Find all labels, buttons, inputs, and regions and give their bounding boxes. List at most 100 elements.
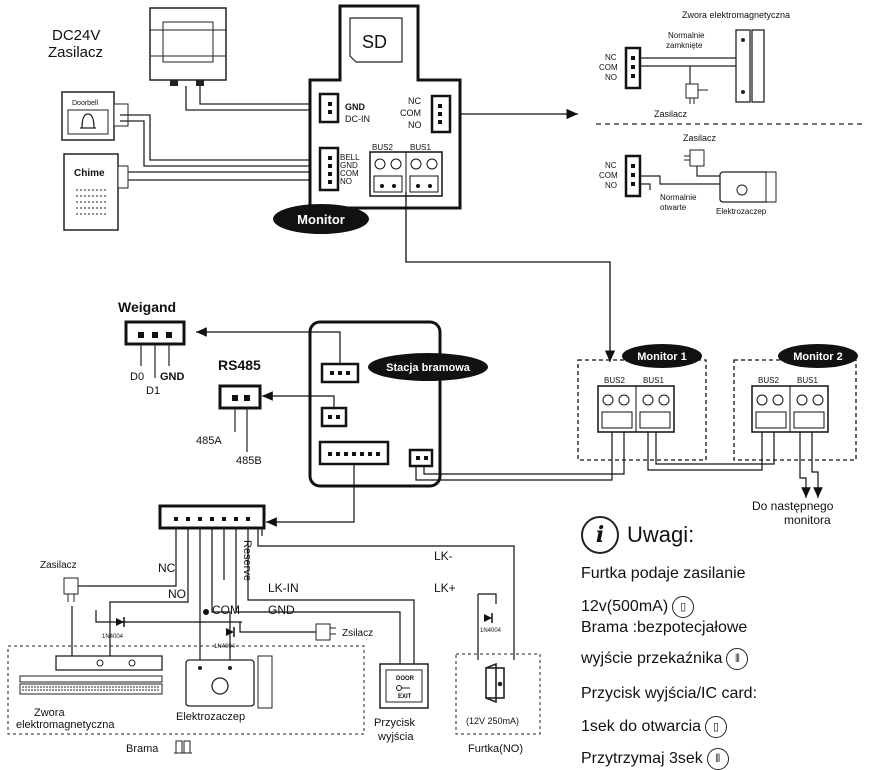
bus-wires-monitors: [415, 432, 823, 498]
power-supply-label-2: Zasilacz: [48, 44, 103, 61]
diode-right: [484, 613, 493, 623]
strike-top-connector: [624, 154, 642, 198]
monitor2-bus1: BUS1: [797, 376, 818, 385]
monitor2-badge: Monitor 2: [778, 344, 858, 368]
wicket-label: Furtka(NO): [468, 743, 523, 755]
rs485-title: RS485: [218, 357, 261, 373]
label-lk-in: LK-IN: [268, 581, 299, 595]
strike-top-supply-plug: [684, 149, 705, 167]
supply-left-label: Zasilacz: [40, 560, 77, 571]
note-text-4: wyjście przekaźnika: [581, 650, 723, 667]
maglock-top-supply: Zasilacz: [654, 109, 688, 119]
monitor1-badge: Monitor 1: [622, 344, 702, 368]
monitor-bus2-label: BUS2: [372, 143, 393, 152]
supply-right-plug: [315, 623, 336, 641]
gate-label: Brama: [126, 743, 159, 755]
pin-gnd: GND: [340, 161, 358, 170]
maglock-bottom-label-2: elektromagnetyczna: [16, 719, 115, 731]
label-com: COM: [212, 603, 240, 617]
supply-right-label: Zsilacz: [342, 628, 373, 639]
note-line-5: Przycisk wyjścia/IC card:: [581, 684, 866, 704]
strike-top-device-label: Elektrozaczep: [716, 207, 767, 216]
weigand-connector: [124, 320, 186, 378]
monitor-pin-com: COM: [400, 108, 421, 118]
monitor1-badge-text: Monitor 1: [637, 351, 687, 363]
strike-top-wires: [640, 166, 720, 190]
doorbell: [61, 91, 129, 141]
note-text-6: 1sek do otwarcia: [581, 718, 702, 735]
weigand-pin-d1: D1: [146, 385, 160, 397]
pin-no: NO: [340, 177, 352, 186]
monitor-badge-text: Monitor: [297, 212, 345, 227]
monitor-badge: Monitor: [273, 204, 369, 234]
notes-title: Uwagi:: [627, 522, 695, 547]
exit-button-text-top: DOOR: [396, 676, 415, 682]
maglock-top-supply-plug: [685, 83, 708, 104]
monitor2-badge-text: Monitor 2: [793, 351, 843, 363]
monitor1-bus2: BUS2: [604, 376, 625, 385]
power-supply: [149, 7, 227, 86]
strike-pin-nc: NC: [605, 161, 617, 170]
note-text-5: Przycisk wyjścia/IC card:: [581, 685, 758, 702]
monitor-pin-no: NO: [408, 120, 422, 130]
maglock-pin-no: NO: [605, 73, 617, 82]
exit-button-label-1: Przycisk: [374, 717, 415, 729]
monitor-bus1-label: BUS1: [410, 143, 431, 152]
note-line-3: Brama :bezpotecjałowe: [581, 618, 866, 638]
note-text-1: Furtka podaje zasilanie: [581, 565, 746, 582]
pin-gnd-top: GND: [345, 102, 366, 112]
label-reserve: Reserve: [241, 540, 253, 581]
notes-panel: i Uwagi: Furtka podaje zasilanie 12v(500…: [581, 512, 866, 770]
monitor-input-wires: [120, 86, 330, 181]
strike-mode-2: otwarte: [660, 203, 687, 212]
maglock-pin-nc: NC: [605, 53, 617, 62]
maglock-top-device: [735, 29, 765, 103]
label-lk-minus: LK-: [434, 549, 453, 563]
label-no: NO: [168, 587, 186, 601]
wicket-door-icon: [485, 662, 505, 704]
wicket-spec: (12V 250mA): [466, 716, 519, 726]
weigand-pin-gnd: GND: [160, 371, 185, 383]
maglock-bottom-label-1: Zwora: [34, 707, 65, 719]
pin-bell: BELL: [340, 153, 360, 162]
notes-header: i Uwagi:: [581, 512, 866, 558]
maglock-pin-com: COM: [599, 63, 618, 72]
diode-left: [116, 617, 126, 627]
rs485-pin-b: 485B: [236, 455, 262, 467]
gate-wires: [71, 528, 515, 668]
strike-top-device: [719, 171, 777, 203]
diode-right-label: 1N4004: [480, 628, 502, 634]
note-line-4: wyjście przekaźnika⫴: [581, 648, 866, 670]
info-icon: i: [581, 516, 619, 554]
monitor-unit: SD: [308, 4, 462, 210]
maglock-top-title: Zwora elektromagnetyczna: [682, 10, 790, 20]
maglock-mode-1: Normalnie: [668, 31, 705, 40]
chime: [63, 153, 129, 231]
note-text-7: Przytrzymaj 3sek: [581, 750, 703, 767]
maglock-bottom-device: [19, 655, 163, 695]
door-icon: ▯: [672, 596, 695, 618]
monitor2: [733, 359, 857, 461]
supply-left-plug: [63, 577, 86, 602]
power-supply-label-1: DC24V: [52, 27, 100, 44]
pin-com: COM: [340, 169, 359, 178]
exit-button: [379, 663, 429, 709]
maglock-mode-2: zamknięte: [666, 41, 703, 50]
gate-icon: ⫴: [706, 748, 729, 770]
station-badge-text: Stacja bramowa: [386, 362, 471, 374]
label-lk-plus: LK+: [434, 581, 456, 595]
label-gnd: GND: [268, 603, 295, 617]
next-monitor-2: monitora: [784, 513, 831, 527]
weigand-title: Weigand: [118, 299, 176, 315]
pin-dc-in: DC-IN: [345, 114, 370, 124]
monitor1: [577, 359, 707, 461]
note-line-2: 12v(500mA)▯: [581, 596, 866, 618]
note-line-6: 1sek do otwarcia▯: [581, 716, 866, 738]
gate-connector: [158, 504, 266, 530]
exit-button-label-2: wyjścia: [377, 731, 414, 743]
strike-bottom-device: [185, 655, 273, 709]
rs485-pin-a: 485A: [196, 435, 222, 447]
strike-mode-1: Normalnie: [660, 193, 697, 202]
monitor1-bus1: BUS1: [643, 376, 664, 385]
